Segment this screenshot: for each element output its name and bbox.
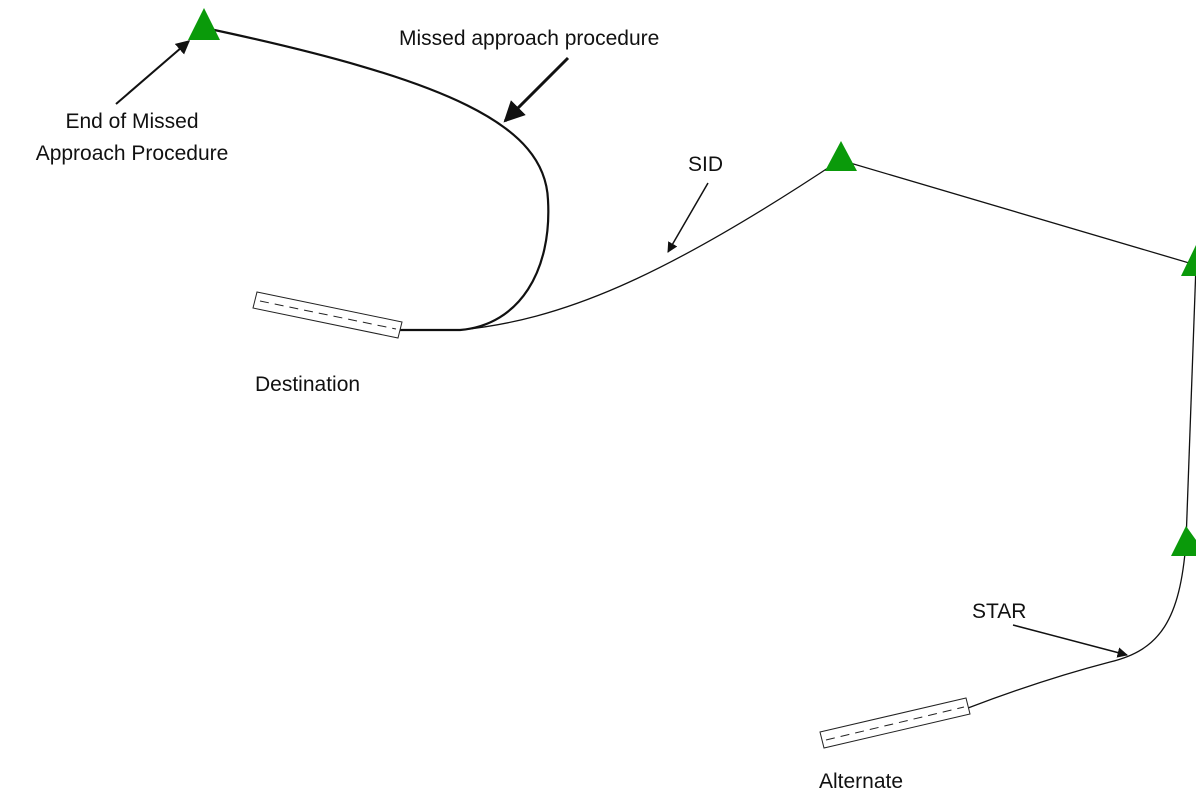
waypoint-triangle-icon [1171,526,1196,556]
missed-approach-procedure-label: Missed approach procedure [399,27,659,50]
destination-label: Destination [255,373,360,396]
sid-route [398,159,841,331]
enroute-segment-2 [1185,264,1196,543]
missed-approach-callout-arrow [503,56,570,123]
star-label: STAR [972,600,1026,623]
missed-approach-route [204,26,550,332]
sid-callout-arrow [667,182,709,253]
sid-label: SID [688,153,723,176]
end-of-missed-callout-arrow [115,40,191,105]
end-of-missed-label-line1: End of Missed [65,110,198,133]
waypoint-triangle-icon [1181,245,1196,276]
enroute-segment-1 [839,159,1196,266]
destination-runway-icon [252,291,403,339]
waypoint-triangle-icon [188,8,220,40]
waypoint-triangle-icon [825,141,857,171]
end-of-missed-label-line2: Approach Procedure [36,142,229,165]
alternate-label: Alternate [819,770,903,793]
alternate-runway-icon [819,697,971,749]
star-route [967,541,1187,709]
star-callout-arrow [1012,624,1129,658]
